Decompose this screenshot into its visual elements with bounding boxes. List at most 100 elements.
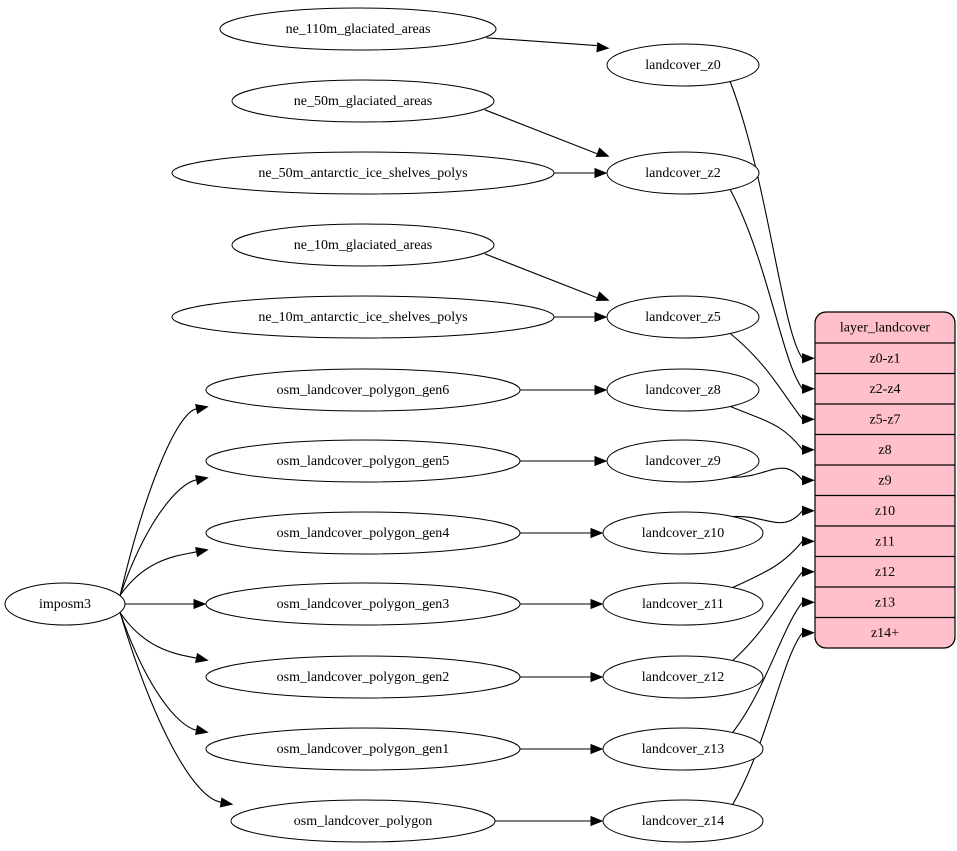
graph-node-ne_50m_glaciated_areas[interactable]: ne_50m_glaciated_areas bbox=[231, 79, 495, 123]
node-ellipse-shape[interactable] bbox=[230, 799, 496, 843]
edge-landcover_z12-to-layer_landcover-z12 bbox=[732, 566, 815, 662]
record-row-z12[interactable] bbox=[815, 557, 955, 588]
edge-arrowhead bbox=[590, 743, 604, 755]
graph-node-ne_10m_antarctic_ice_shelves_polys[interactable]: ne_10m_antarctic_ice_shelves_polys bbox=[171, 295, 555, 339]
edge-landcover_z9-to-layer_landcover-z9 bbox=[730, 467, 815, 486]
edge-landcover_z8-to-layer_landcover-z8 bbox=[729, 405, 815, 455]
node-ellipse-shape[interactable] bbox=[602, 799, 764, 843]
record-row-z5-z7[interactable] bbox=[815, 404, 955, 435]
node-ellipse-shape[interactable] bbox=[205, 511, 521, 555]
nodes-layer: imposm3 ne_110m_glaciated_areas ne_50m_gla… bbox=[4, 7, 764, 843]
graph-node-osm_landcover_polygon_gen6[interactable]: osm_landcover_polygon_gen6 bbox=[205, 368, 521, 412]
edge-arrowhead bbox=[595, 147, 610, 157]
edge-arrowhead bbox=[590, 815, 604, 827]
edge-arrowhead bbox=[590, 598, 604, 610]
edge-arrowhead bbox=[802, 353, 815, 364]
graph-node-osm_landcover_polygon_gen3[interactable]: osm_landcover_polygon_gen3 bbox=[205, 582, 521, 626]
edge-arrowhead bbox=[219, 797, 234, 808]
node-ellipse-shape[interactable] bbox=[205, 439, 521, 483]
record-row-z0-z1[interactable] bbox=[815, 343, 955, 374]
edge-path bbox=[729, 332, 803, 420]
edge-arrowhead bbox=[195, 475, 209, 486]
edge-landcover_z5-to-layer_landcover-z5-z7 bbox=[729, 332, 815, 425]
graph-node-ne_10m_glaciated_areas[interactable]: ne_10m_glaciated_areas bbox=[231, 223, 495, 267]
node-ellipse-shape[interactable] bbox=[231, 223, 495, 267]
node-ellipse-shape[interactable] bbox=[606, 43, 760, 87]
edge-arrowhead bbox=[590, 671, 604, 683]
edge-landcover_z0-to-layer_landcover-z0-z1 bbox=[729, 81, 815, 364]
graph-node-landcover_z0[interactable]: landcover_z0 bbox=[606, 43, 760, 87]
node-ellipse-shape[interactable] bbox=[602, 727, 764, 771]
edge-landcover_z14-to-layer_landcover-z14- bbox=[732, 627, 815, 805]
node-ellipse-shape[interactable] bbox=[205, 368, 521, 412]
edge-path bbox=[732, 510, 803, 524]
edge-osm_landcover_polygon_gen3-to-landcover_z11 bbox=[520, 598, 604, 610]
edge-path bbox=[119, 408, 197, 596]
graph-node-landcover_z5[interactable]: landcover_z5 bbox=[606, 295, 760, 339]
record-row-z14+[interactable] bbox=[815, 618, 955, 649]
edge-ne_10m_antarctic_ice_shelves_polys-to-landcover_z5 bbox=[554, 311, 608, 323]
edge-arrowhead bbox=[802, 627, 815, 638]
node-ellipse-shape[interactable] bbox=[205, 727, 521, 771]
graph-node-osm_landcover_polygon_gen5[interactable]: osm_landcover_polygon_gen5 bbox=[205, 439, 521, 483]
record-row-z13[interactable] bbox=[815, 587, 955, 618]
edge-imposm3-to-osm_landcover_polygon_gen5 bbox=[119, 475, 209, 596]
edge-path bbox=[729, 81, 803, 359]
edge-osm_landcover_polygon_gen1-to-landcover_z13 bbox=[520, 743, 604, 755]
node-ellipse-shape[interactable] bbox=[205, 582, 521, 626]
record-row-z11[interactable] bbox=[815, 526, 955, 557]
edge-arrowhead bbox=[596, 42, 610, 53]
edge-arrowhead bbox=[594, 311, 608, 323]
node-ellipse-shape[interactable] bbox=[205, 655, 521, 699]
node-ellipse-shape[interactable] bbox=[219, 7, 497, 51]
record-outline bbox=[814, 311, 956, 649]
node-ellipse-shape[interactable] bbox=[602, 582, 764, 626]
node-ellipse-shape[interactable] bbox=[606, 439, 760, 483]
record-row-z9[interactable] bbox=[815, 465, 955, 496]
edges-layer bbox=[119, 37, 815, 827]
record-node-layer-landcover[interactable]: layer_landcoverz0-z1z2-z4z5-z7z8z9z10z11… bbox=[814, 311, 956, 649]
edge-arrowhead bbox=[802, 414, 815, 425]
graph-node-osm_landcover_polygon_gen4[interactable]: osm_landcover_polygon_gen4 bbox=[205, 511, 521, 555]
graph-node-landcover_z12[interactable]: landcover_z12 bbox=[602, 655, 764, 699]
edge-arrowhead bbox=[590, 527, 604, 539]
graph-node-landcover_z11[interactable]: landcover_z11 bbox=[602, 582, 764, 626]
node-ellipse-shape[interactable] bbox=[4, 582, 126, 626]
graph-node-imposm3[interactable]: imposm3 bbox=[4, 582, 126, 626]
edge-path bbox=[119, 612, 197, 659]
edge-imposm3-to-osm_landcover_polygon_gen1 bbox=[119, 612, 209, 735]
node-ellipse-shape[interactable] bbox=[171, 151, 555, 195]
node-ellipse-shape[interactable] bbox=[606, 295, 760, 339]
graph-node-landcover_z9[interactable]: landcover_z9 bbox=[606, 439, 760, 483]
record-row-z10[interactable] bbox=[815, 496, 955, 527]
edge-ne_110m_glaciated_areas-to-landcover_z0 bbox=[486, 37, 610, 53]
graph-node-landcover_z10[interactable]: landcover_z10 bbox=[602, 511, 764, 555]
edge-arrowhead bbox=[802, 383, 815, 394]
edge-arrowhead bbox=[802, 566, 815, 577]
node-ellipse-shape[interactable] bbox=[606, 368, 760, 412]
node-ellipse-shape[interactable] bbox=[602, 511, 764, 555]
node-ellipse-shape[interactable] bbox=[171, 295, 555, 339]
graph-node-landcover_z13[interactable]: landcover_z13 bbox=[602, 727, 764, 771]
edge-arrowhead bbox=[802, 444, 815, 455]
graph-node-ne_50m_antarctic_ice_shelves_polys[interactable]: ne_50m_antarctic_ice_shelves_polys bbox=[171, 151, 555, 195]
node-ellipse-shape[interactable] bbox=[606, 151, 760, 195]
edge-path bbox=[484, 109, 597, 155]
graph-node-landcover_z14[interactable]: landcover_z14 bbox=[602, 799, 764, 843]
graph-node-landcover_z2[interactable]: landcover_z2 bbox=[606, 151, 760, 195]
graph-node-osm_landcover_polygon_gen1[interactable]: osm_landcover_polygon_gen1 bbox=[205, 727, 521, 771]
record-row-z2-z4[interactable] bbox=[815, 374, 955, 405]
node-ellipse-shape[interactable] bbox=[602, 655, 764, 699]
record-row-z8[interactable] bbox=[815, 435, 955, 466]
node-ellipse-shape[interactable] bbox=[231, 79, 495, 123]
edge-landcover_z2-to-layer_landcover-z2-z4 bbox=[729, 189, 815, 394]
edge-arrowhead bbox=[802, 475, 815, 486]
edge-ne_10m_glaciated_areas-to-landcover_z5 bbox=[484, 253, 610, 301]
graph-node-osm_landcover_polygon[interactable]: osm_landcover_polygon bbox=[230, 799, 496, 843]
graph-node-landcover_z8[interactable]: landcover_z8 bbox=[606, 368, 760, 412]
edge-osm_landcover_polygon_gen6-to-landcover_z8 bbox=[520, 384, 608, 396]
edge-osm_landcover_polygon-to-landcover_z14 bbox=[495, 815, 604, 827]
graph-node-osm_landcover_polygon_gen2[interactable]: osm_landcover_polygon_gen2 bbox=[205, 655, 521, 699]
graph-node-ne_110m_glaciated_areas[interactable]: ne_110m_glaciated_areas bbox=[219, 7, 497, 51]
edge-path bbox=[729, 405, 803, 451]
